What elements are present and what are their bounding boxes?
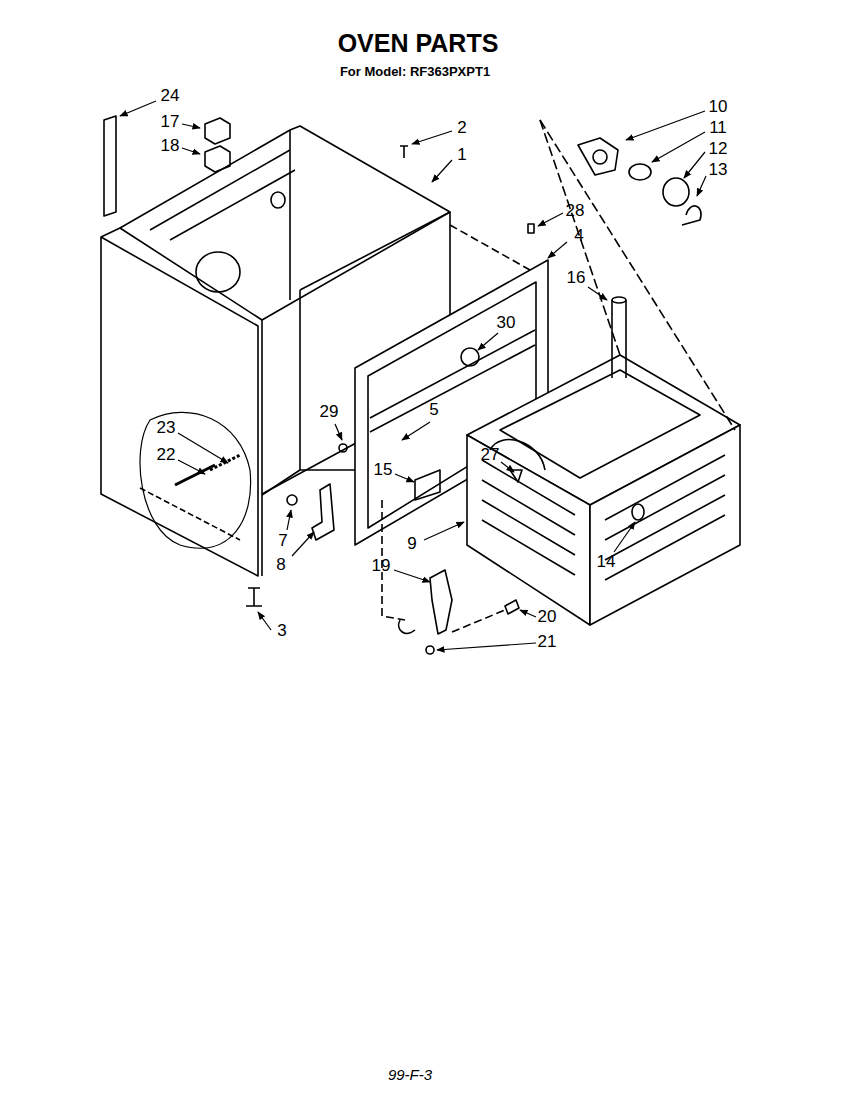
callout-number: 5 <box>429 401 438 420</box>
callout-number: 30 <box>497 314 516 333</box>
page-code: 99-F-3 <box>388 1067 432 1084</box>
callout-number: 2 <box>457 119 466 138</box>
callout-number: 16 <box>567 269 586 288</box>
model-subtitle: For Model: RF363PXPT1 <box>340 65 490 79</box>
callout-number: 3 <box>277 622 286 641</box>
callout-number: 27 <box>481 446 500 465</box>
callout-number: 24 <box>161 87 180 106</box>
leader-lines <box>120 101 706 650</box>
diagram-title: OVEN PARTS <box>338 30 499 58</box>
callout-number: 4 <box>574 227 583 246</box>
callout-number: 29 <box>320 403 339 422</box>
callout-number: 20 <box>538 608 557 627</box>
callout-number: 11 <box>709 119 727 138</box>
callout-number: 15 <box>374 461 393 480</box>
callout-number: 23 <box>157 419 176 438</box>
callout-number: 21 <box>538 633 557 652</box>
callout-number: 8 <box>276 556 285 575</box>
callout-number: 14 <box>597 553 616 572</box>
callout-number: 10 <box>709 98 728 117</box>
callout-number: 22 <box>157 446 176 465</box>
callout-number: 9 <box>407 535 416 554</box>
callout-number: 28 <box>566 202 585 221</box>
callout-number: 1 <box>457 146 466 165</box>
callout-number: 17 <box>161 113 180 132</box>
callout-number: 7 <box>278 532 287 551</box>
callout-number: 13 <box>709 161 728 180</box>
callout-number: 18 <box>161 137 180 156</box>
callout-number: 19 <box>372 557 391 576</box>
callout-number: 12 <box>709 140 728 159</box>
